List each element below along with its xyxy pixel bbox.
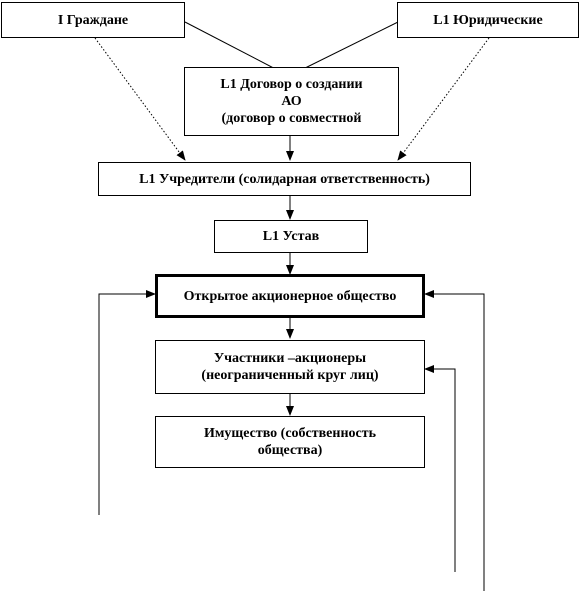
edge-right-feedback [424, 290, 485, 591]
node-open-joint-stock-company: Открытое акционерное общество [155, 274, 425, 318]
node-founders: L1 Учредители (солидарная ответственност… [98, 162, 471, 196]
edge-citizens-contract [184, 21, 288, 76]
node-citizens: I Граждане [1, 2, 185, 38]
edge-legal-founders-dotted [397, 37, 490, 161]
node-charter: L1 Устав [214, 220, 368, 253]
edge-legal-contract [290, 21, 399, 76]
node-founding-contract: L1 Договор о создании АО (договор о совм… [184, 67, 399, 136]
edge-right-inner-feedback [424, 365, 456, 572]
node-legal-entities: L1 Юридические [397, 2, 579, 38]
edge-citizens-founders-dotted [94, 37, 186, 161]
node-property: Имущество (собственность общества) [155, 416, 425, 468]
edge-left-feedback [98, 290, 156, 515]
node-shareholders: Участники –акционеры (неограниченный кру… [155, 340, 425, 394]
